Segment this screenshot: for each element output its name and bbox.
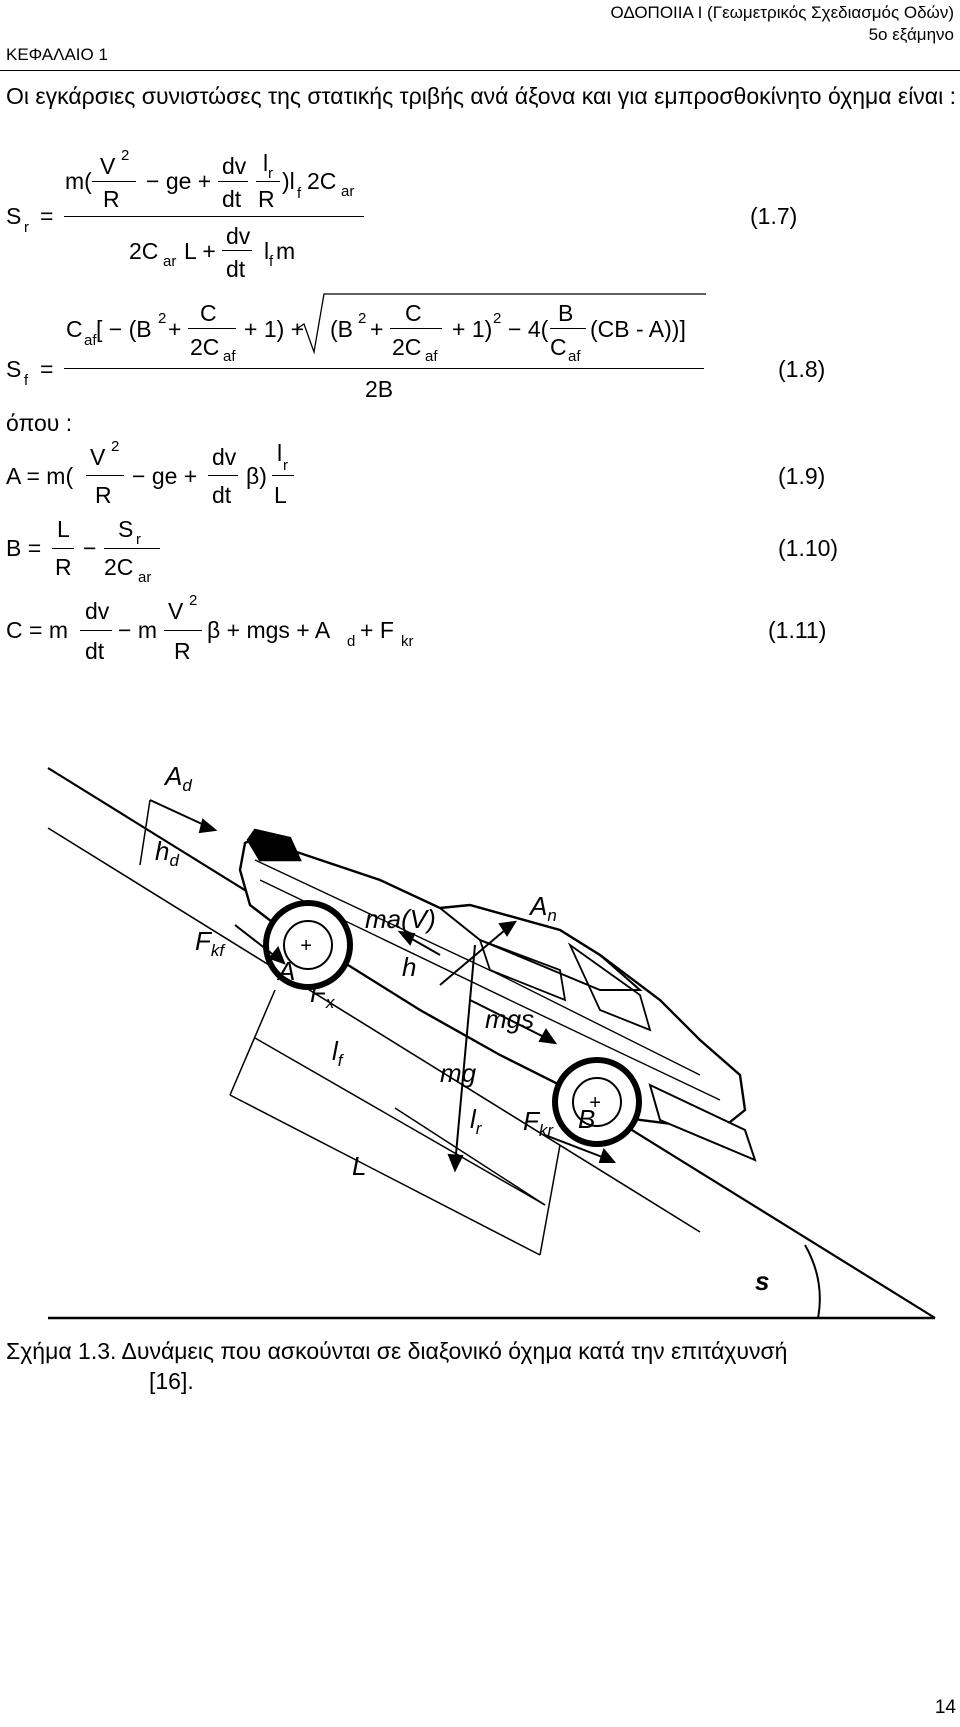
rear-wheel: + bbox=[552, 1057, 642, 1147]
svg-text:Fkf: Fkf bbox=[195, 926, 226, 960]
label-hd: h bbox=[155, 836, 169, 866]
label-lr: l bbox=[470, 1104, 477, 1134]
weight-arrow bbox=[454, 944, 476, 1166]
rear-axle-extension bbox=[539, 1144, 561, 1256]
lf-dimension-line bbox=[254, 1037, 546, 1206]
equation-number-1-7: (1.7) bbox=[750, 203, 798, 229]
rear-resistance-arrow bbox=[544, 1134, 611, 1161]
figure-caption: Σχήμα 1.3. Δυνάμεις που ασκούνται σε δια… bbox=[6, 1336, 787, 1396]
label-fkr: F bbox=[523, 1106, 541, 1136]
incline-line-lower bbox=[47, 827, 701, 1233]
label-an: A bbox=[528, 891, 547, 921]
svg-text:+: + bbox=[300, 935, 312, 957]
caption-text: Σχήμα 1.3. Δυνάμεις που ασκούνται σε δια… bbox=[6, 1338, 788, 1364]
label-a-point: A bbox=[276, 956, 295, 986]
where-label: όπου : bbox=[6, 410, 73, 436]
equation-number-1-9: (1.9) bbox=[778, 463, 826, 489]
label-L: L bbox=[352, 1151, 366, 1181]
mgs-arrow bbox=[469, 999, 551, 1041]
svg-text:lr: lr bbox=[470, 1104, 483, 1138]
equation-number-1-10: (1.10) bbox=[778, 535, 839, 561]
course-title: ΟΔΟΠΟΙΙΑ Ι (Γεωμετρικός Σχεδιασμός Οδών) bbox=[610, 3, 954, 22]
svg-text:Fkr: Fkr bbox=[523, 1106, 554, 1140]
label-b-point: B bbox=[578, 1104, 595, 1134]
svg-text:Ad: Ad bbox=[163, 761, 192, 795]
svg-text:Fx: Fx bbox=[310, 978, 335, 1012]
svg-text:hd: hd bbox=[155, 836, 179, 870]
header-rule bbox=[0, 70, 960, 71]
equation-number-1-11: (1.11) bbox=[768, 617, 827, 643]
vehicle-forces-figure: + + Ad hd Fkf A Fx ma(V) bbox=[47, 761, 936, 1320]
L-dimension-line bbox=[229, 1094, 541, 1256]
label-ad: A bbox=[163, 761, 182, 791]
intro-paragraph: Οι εγκάρσιες συνιστώσες της στατικής τρι… bbox=[6, 83, 956, 109]
figure-labels: Ad hd Fkf A Fx ma(V) An h mgs lf mg lr F… bbox=[155, 761, 769, 1296]
vehicle-drawing bbox=[238, 828, 757, 1162]
square-root-sign bbox=[297, 293, 706, 355]
front-wheel: + bbox=[263, 900, 353, 990]
caption-reference: [16]. bbox=[149, 1368, 194, 1394]
svg-text:+: + bbox=[589, 1092, 601, 1114]
label-mgs: mgs bbox=[485, 1004, 534, 1034]
centripetal-force-arrow bbox=[439, 929, 506, 986]
front-axle-extension bbox=[229, 989, 276, 1096]
svg-text:An: An bbox=[528, 891, 557, 925]
label-fkf: F bbox=[195, 926, 213, 956]
semester-label: 5ο εξάμηνο bbox=[868, 25, 954, 44]
label-ma-v: ma(V) bbox=[365, 904, 436, 934]
chapter-label: ΚΕΦΑΛΑΙΟ 1 bbox=[6, 45, 108, 64]
svg-text:lf: lf bbox=[332, 1036, 345, 1070]
hd-dimension-line bbox=[139, 799, 151, 866]
page-number: 14 bbox=[934, 1697, 956, 1718]
lr-dimension-line bbox=[394, 1107, 546, 1206]
slope-angle-arc bbox=[804, 1244, 821, 1319]
label-lf: l bbox=[332, 1036, 339, 1066]
running-header: ΟΔΟΠΟΙΙΑ Ι (Γεωμετρικός Σχεδιασμός Οδών)… bbox=[610, 2, 954, 46]
label-mg: mg bbox=[440, 1058, 477, 1088]
equation-number-1-8: (1.8) bbox=[778, 356, 826, 382]
label-s: s bbox=[755, 1266, 769, 1296]
label-fx: F bbox=[310, 978, 328, 1008]
label-h: h bbox=[402, 952, 416, 982]
